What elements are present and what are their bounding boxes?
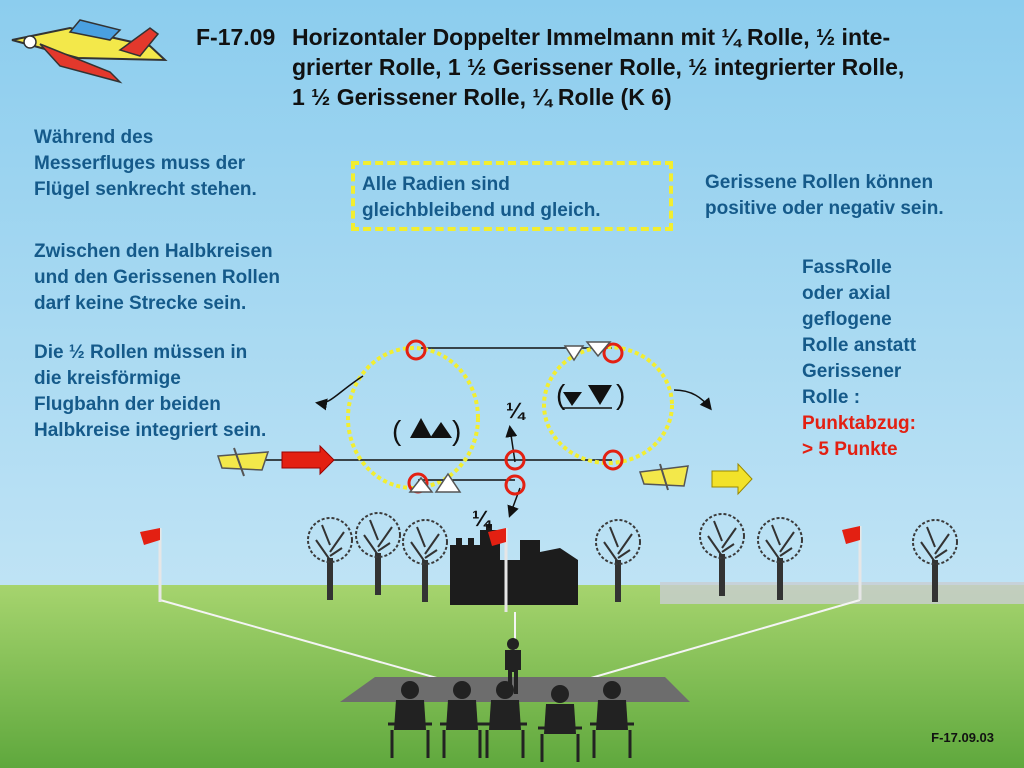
note-half-rolls: Die ½ Rollen müssen in die kreisförmige …: [34, 342, 267, 441]
paren-close: ): [452, 415, 461, 446]
airplane-logo-icon: [11, 19, 168, 84]
snap-roll-symbol: [408, 418, 462, 493]
maneuver-diagram: ( ) ( ) ¼ ¼: [216, 339, 753, 531]
penalty-value: > 5 Punkte: [802, 439, 898, 460]
note-barrel-roll: FassRolle oder axial geflogene Rolle ans…: [802, 255, 916, 463]
paren-open: (: [392, 415, 402, 446]
title-line-3: 1 ½ Gerissener Rolle, ¼ Rolle (K 6): [292, 84, 672, 110]
exit-airplane-icon: [638, 463, 689, 491]
exit-arrow-icon: [711, 462, 753, 496]
figure-number: F-17.09: [196, 24, 276, 50]
page-title: F-17.09 Horizontaler Doppelter Immelmann …: [196, 22, 904, 112]
penalty-label: Punktabzug:: [802, 413, 916, 434]
note-snap-sign: Gerissene Rollen können positive oder ne…: [705, 172, 944, 219]
circle-marker: [405, 339, 624, 496]
paren-open: (: [556, 379, 566, 410]
footer-code: F-17.09.03: [931, 730, 994, 745]
flag-icon: [140, 526, 862, 612]
note-no-line: Zwischen den Halbkreisen und den Gerisse…: [34, 241, 280, 314]
title-line-2: grierter Rolle, 1 ½ Gerissener Rolle, ½ …: [292, 54, 905, 80]
paren-close: ): [616, 379, 625, 410]
radii-note-box: [351, 161, 673, 231]
note-radii: Alle Radien sind gleichbleibend und glei…: [362, 174, 601, 221]
entry-airplane-icon: [216, 447, 270, 477]
entry-arrow-icon: [281, 444, 335, 476]
title-line-1: Horizontaler Doppelter Immelmann mit ¼ R…: [292, 24, 891, 50]
castle-icon: [450, 524, 578, 605]
quarter-label-lower: ¼: [472, 506, 492, 531]
note-knife-edge: Während des Messerfluges muss der Flügel…: [34, 127, 257, 200]
quarter-label-upper: ¼: [506, 398, 526, 423]
snap-roll-symbol: [563, 341, 612, 409]
